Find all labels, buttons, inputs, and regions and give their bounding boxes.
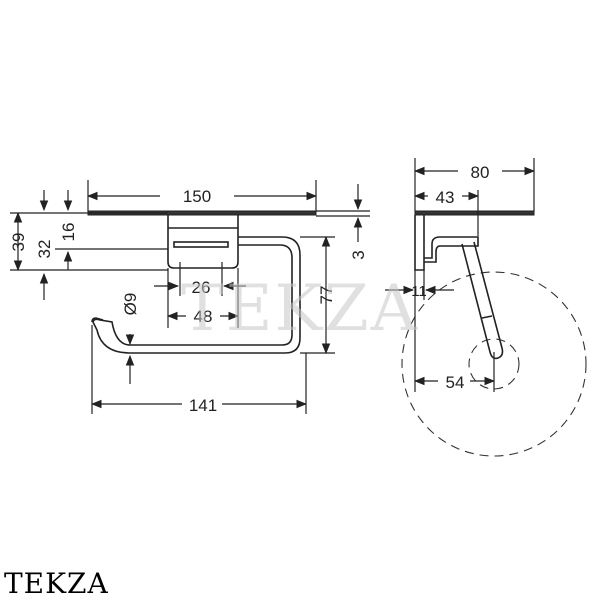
dim-80-label: 80 (471, 163, 490, 182)
dim-54-label: 54 (446, 373, 465, 392)
side-arm (461, 241, 504, 360)
roll-outline (401, 271, 587, 457)
dim-39-label: 39 (9, 233, 28, 252)
dim-dia9-label: Ø9 (121, 293, 140, 316)
dim-11-label: 11 (411, 283, 427, 300)
dim-43-label: 43 (436, 188, 455, 207)
dim-32-label: 32 (35, 240, 54, 259)
dim-48-label: 48 (194, 307, 213, 326)
front-view (87, 210, 317, 354)
side-view (401, 210, 587, 457)
dim-3-label: 3 (349, 250, 368, 259)
dim-16-label: 16 (59, 223, 78, 242)
bracket-arm (92, 236, 301, 354)
dim-77-label: 77 (317, 286, 336, 305)
dim-26-label: 26 (192, 278, 211, 297)
front-dimensions: 150 39 32 16 3 77 26 (9, 180, 370, 415)
mounting-block (167, 215, 239, 269)
side-shelf-plate (414, 210, 535, 216)
roll-core (468, 338, 520, 390)
dim-141-label: 141 (189, 396, 217, 415)
watermark: TEKZA (181, 272, 419, 346)
side-dimensions: 80 43 11 54 (385, 158, 536, 392)
dim-150-label: 150 (183, 187, 211, 206)
brand-logo-text: TEKZA (4, 567, 109, 600)
